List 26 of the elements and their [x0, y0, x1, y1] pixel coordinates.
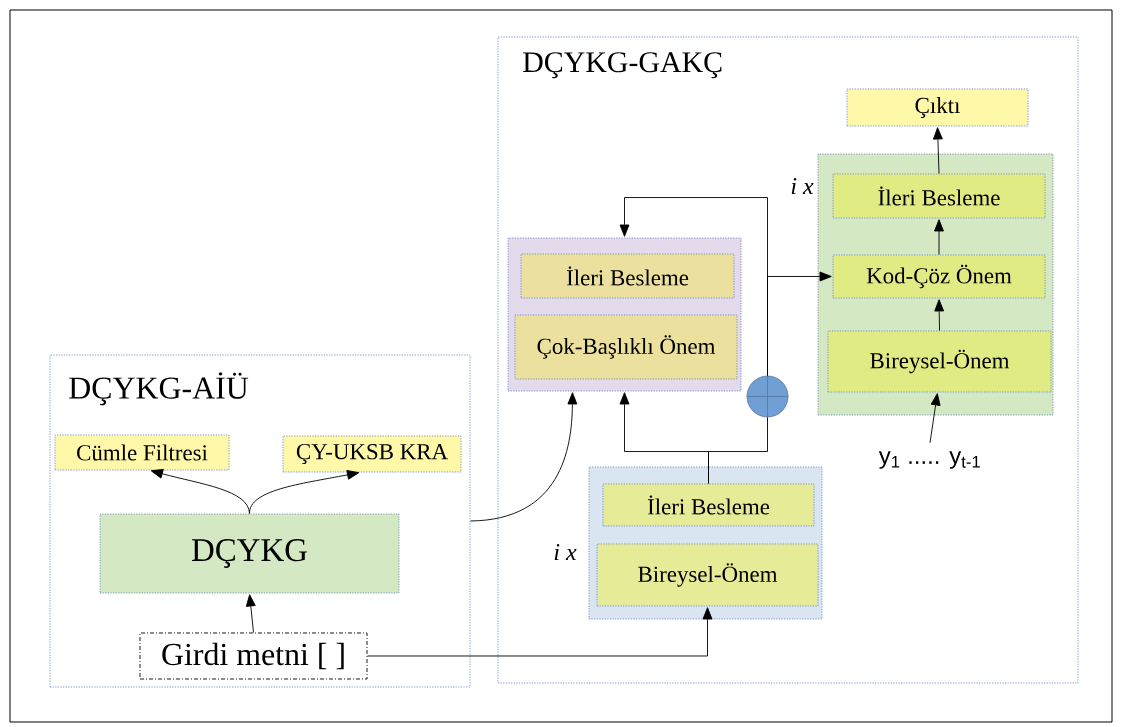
- process-box: Bireysel-Önem: [596, 543, 819, 607]
- process-box: İleri Besleme: [832, 173, 1046, 219]
- output-box: Cümle Filtresi: [54, 434, 230, 471]
- process-box: Çok-Başlıklı Önem: [514, 314, 738, 380]
- process-box: İleri Besleme: [602, 483, 815, 527]
- arrow: [934, 219, 944, 255]
- arrow: [929, 393, 941, 444]
- process-box: Kod-Çöz Önem: [832, 254, 1046, 299]
- arrow: [767, 271, 832, 377]
- output-box: ÇY-UKSB KRA: [282, 435, 462, 473]
- process-box: DÇYKG: [99, 513, 400, 594]
- repeat-label: i x: [554, 544, 577, 560]
- process-box: Bireysel-Önem: [827, 330, 1052, 393]
- adder-circle: [746, 375, 789, 418]
- arrow: [249, 470, 360, 514]
- process-box: İleri Besleme: [520, 253, 735, 299]
- arrow: [245, 594, 256, 633]
- output-box: Çıktı: [846, 88, 1029, 127]
- arrow: [933, 127, 943, 174]
- sequence-label: y$_{1}$ ..... y$_{t-1}$: [878, 451, 980, 469]
- repeat-label: i x: [791, 178, 814, 194]
- input-box: Girdi metni [ ]: [139, 632, 368, 680]
- arrow: [470, 392, 578, 522]
- arrow: [367, 607, 713, 657]
- arrow: [934, 299, 945, 331]
- arrow: [150, 468, 250, 514]
